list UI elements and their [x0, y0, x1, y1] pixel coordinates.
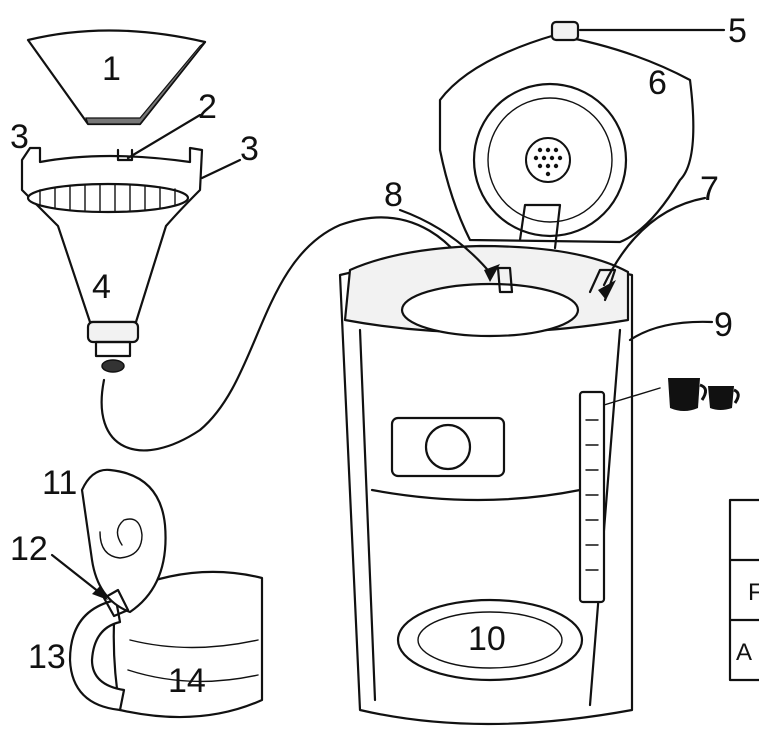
edge-table-row-2: F [748, 579, 759, 606]
callout-2: 2 [198, 88, 217, 126]
callout-line-3b [200, 158, 242, 180]
callout-arrow-8 [484, 264, 500, 282]
machine-body [338, 244, 634, 726]
callout-arrow-12 [92, 586, 108, 600]
callout-12: 12 [10, 530, 48, 568]
callout-1: 1 [102, 50, 121, 88]
connector-curve [100, 216, 487, 452]
callout-11: 11 [42, 464, 77, 502]
filter-holder [20, 146, 204, 373]
callout-4: 4 [92, 268, 111, 306]
callout-line-2 [126, 113, 202, 160]
callout-10: 10 [468, 620, 506, 658]
machine-lid [438, 20, 695, 250]
callout-6: 6 [648, 64, 667, 102]
callout-13: 13 [28, 638, 66, 676]
callout-5: 5 [728, 12, 747, 50]
callout-3-right: 3 [240, 130, 259, 168]
callout-8: 8 [384, 176, 403, 214]
callout-line-7 [602, 196, 707, 287]
carafe [68, 468, 264, 719]
callout-7: 7 [700, 170, 719, 208]
callout-line-12 [50, 553, 106, 598]
paper-filter [26, 29, 207, 126]
edge-table: F A [728, 498, 759, 682]
shower-holes [533, 147, 563, 177]
edge-table-row-3: A [736, 639, 752, 666]
callout-9: 9 [714, 306, 733, 344]
callout-line-8 [398, 208, 494, 277]
callout-line-9 [628, 320, 714, 342]
callout-line-level [603, 387, 661, 406]
callout-3-left: 3 [10, 118, 29, 156]
cup-icons [668, 378, 740, 411]
callout-arrow-7 [598, 280, 616, 300]
callout-14: 14 [168, 662, 206, 700]
